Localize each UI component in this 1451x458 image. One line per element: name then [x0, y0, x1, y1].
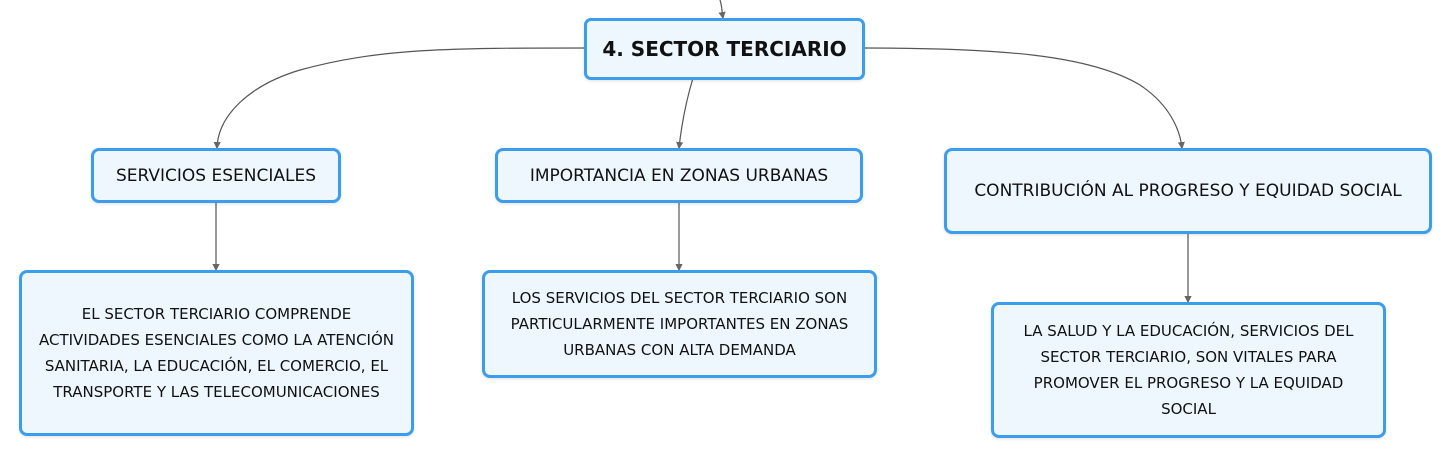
branch-title: CONTRIBUCIÓN AL PROGRESO Y EQUIDAD SOCIA…: [974, 181, 1402, 201]
central-topic-label: 4. SECTOR TERCIARIO: [602, 37, 847, 61]
branch-title: SERVICIOS ESENCIALES: [115, 165, 317, 186]
branch-servicios-esenciales-node[interactable]: SERVICIOS ESENCIALES: [91, 148, 341, 203]
branch-progreso-equidad-node[interactable]: CONTRIBUCIÓN AL PROGRESO Y EQUIDAD SOCIA…: [944, 148, 1432, 234]
detail-text: EL SECTOR TERCIARIO COMPRENDE ACTIVIDADE…: [39, 305, 394, 401]
detail-progreso-equidad-node[interactable]: LA SALUD Y LA EDUCACIÓN, SERVICIOS DEL S…: [991, 302, 1386, 438]
central-topic-node[interactable]: 4. SECTOR TERCIARIO: [584, 18, 865, 80]
branch-title: IMPORTANCIA EN ZONAS URBANAS: [529, 165, 829, 186]
link-central-to-branch-2: [676, 77, 694, 150]
link-central-to-branch-1: [213, 47, 587, 150]
detail-text: LA SALUD Y LA EDUCACIÓN, SERVICIOS DEL S…: [1023, 322, 1354, 418]
detail-servicios-esenciales-node[interactable]: EL SECTOR TERCIARIO COMPRENDE ACTIVIDADE…: [19, 270, 414, 436]
link-parent-to-central: [718, 0, 726, 20]
detail-zonas-urbanas-node[interactable]: LOS SERVICIOS DEL SECTOR TERCIARIO SON P…: [482, 270, 877, 378]
link-central-to-branch-3: [863, 47, 1185, 150]
branch-zonas-urbanas-node[interactable]: IMPORTANCIA EN ZONAS URBANAS: [495, 148, 863, 203]
detail-text: LOS SERVICIOS DEL SECTOR TERCIARIO SON P…: [510, 289, 849, 359]
